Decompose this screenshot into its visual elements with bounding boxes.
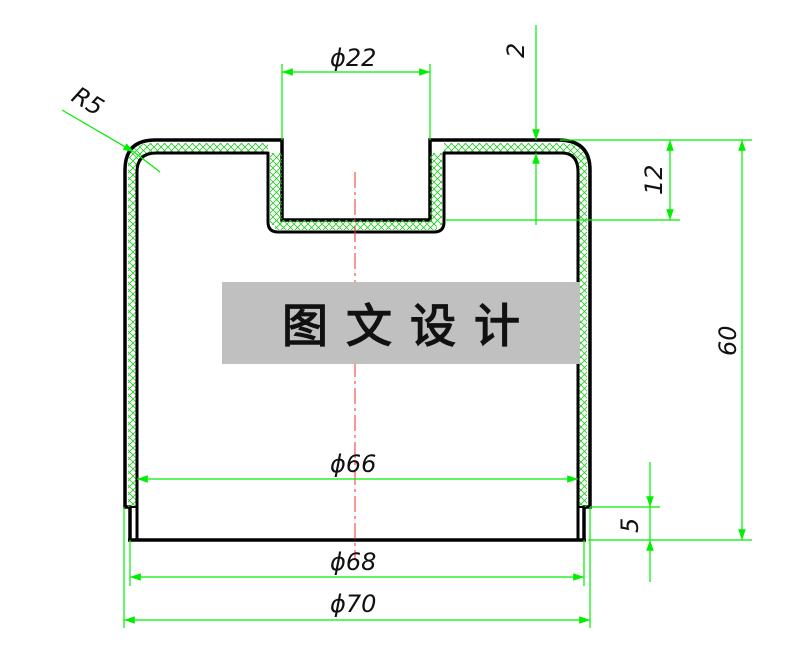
dim-t2-label: 2 [502, 43, 530, 58]
dim-h12 [446, 139, 680, 221]
dim-d22-label: ϕ22 [330, 44, 376, 72]
dim-d22 [281, 64, 431, 140]
watermark: 图文设计 [222, 282, 580, 364]
hatch-corner-left [128, 143, 152, 166]
hatch-right [577, 162, 587, 507]
watermark-text: 图文设计 [282, 299, 538, 353]
dim-d70-label: ϕ70 [330, 590, 376, 618]
hatch-pocket-right [430, 153, 442, 225]
dim-d66-label: ϕ66 [330, 450, 376, 478]
dim-h12-label: 12 [640, 164, 668, 195]
hatch-corner-right [560, 143, 587, 165]
hatch-left [128, 162, 138, 507]
hatch-pocket-bottom [275, 220, 437, 230]
hatch-top-right [444, 143, 560, 153]
dim-r5 [61, 109, 161, 173]
dim-d68-label: ϕ68 [330, 548, 376, 576]
dim-h60 [588, 139, 752, 541]
hatch-top-left [150, 143, 268, 153]
dim-h5-label: 5 [616, 518, 644, 533]
dim-r5-label: R5 [67, 81, 109, 121]
dim-d70 [123, 507, 591, 628]
part-wall [123, 138, 592, 542]
dim-d68 [129, 540, 585, 586]
dim-h5 [590, 462, 660, 582]
hatch-pocket-left [270, 153, 282, 225]
dim-h60-label: 60 [714, 325, 742, 356]
inner-outline [135, 151, 580, 540]
